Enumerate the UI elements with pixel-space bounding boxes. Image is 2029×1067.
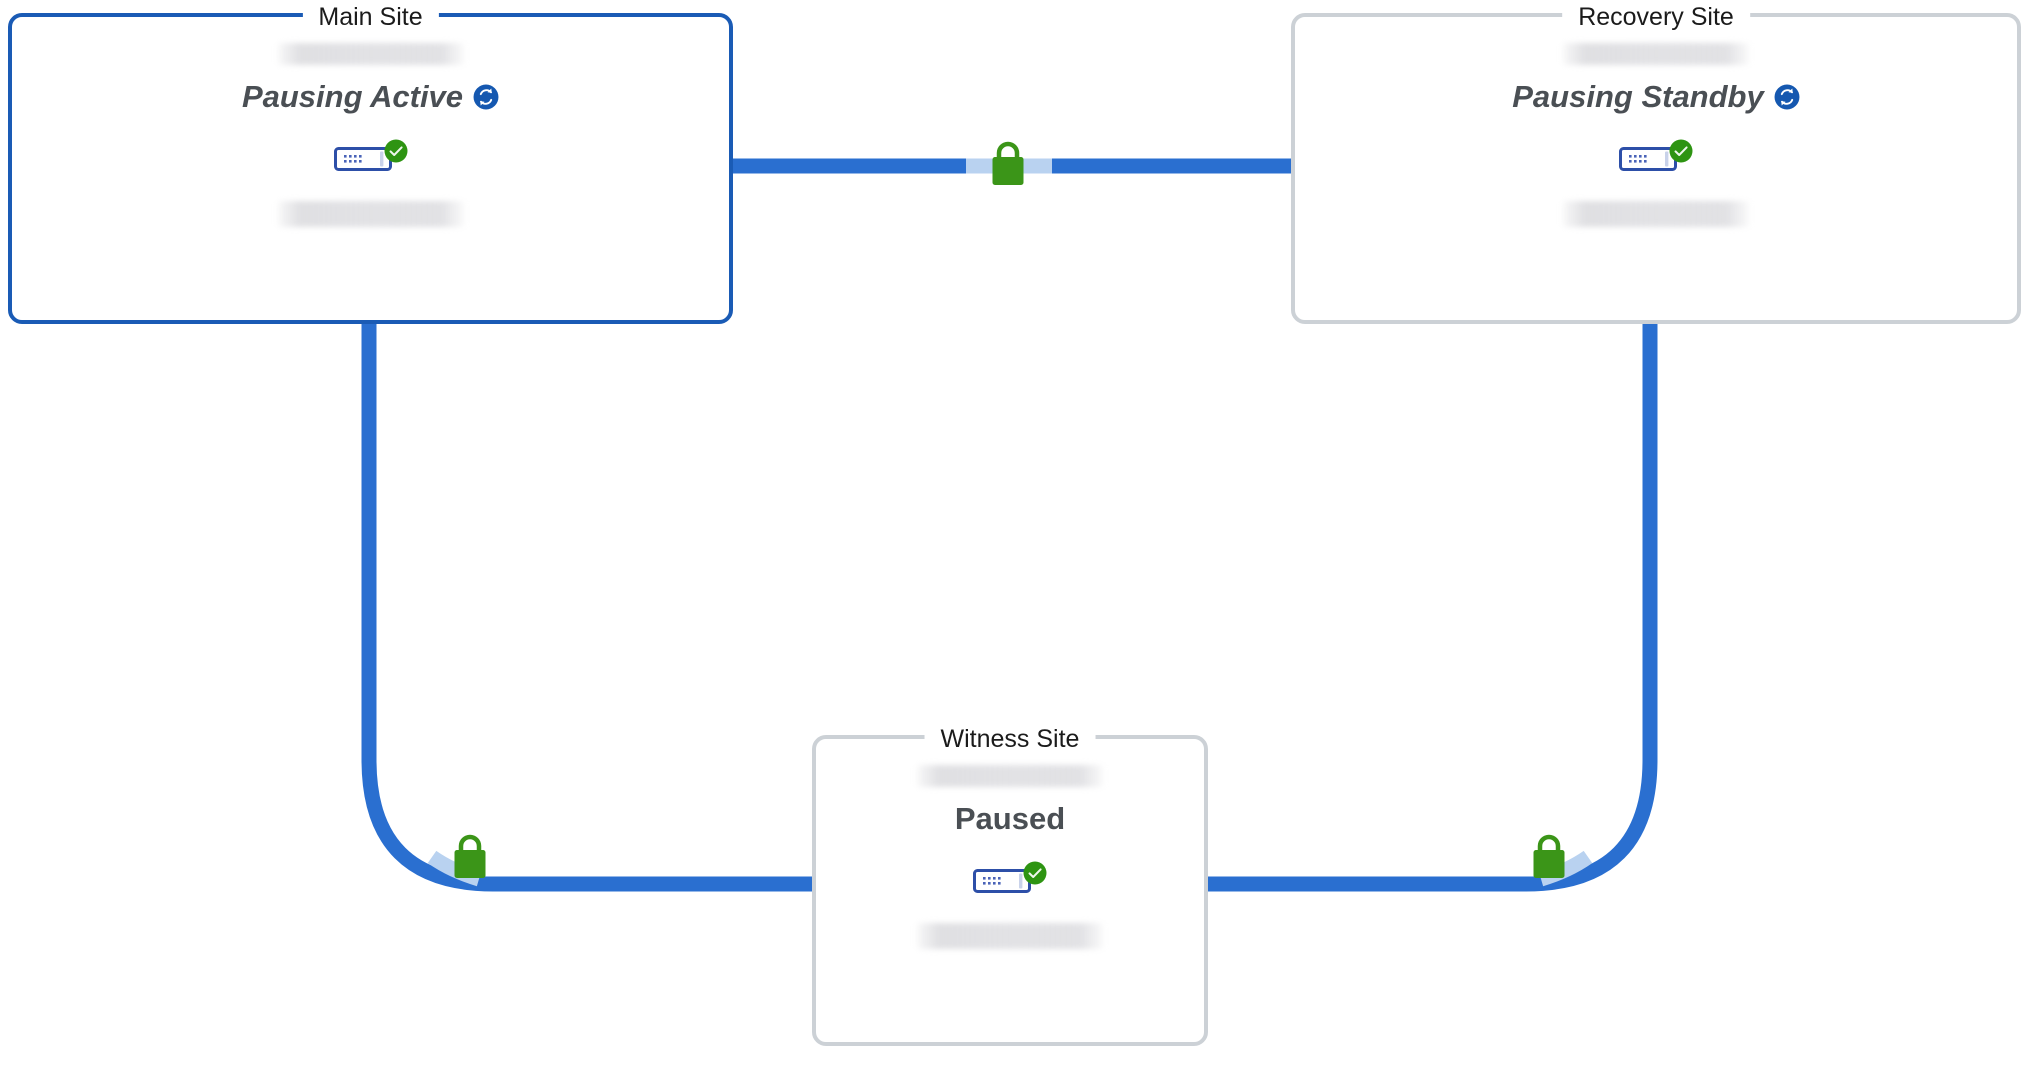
site-title-recovery: Recovery Site (1562, 3, 1750, 31)
check-circle-icon (1669, 139, 1693, 163)
site-body-main: Pausing Active (12, 43, 729, 227)
site-box-witness[interactable]: Witness Site Paused (812, 725, 1208, 1046)
status-row-witness: Paused (955, 801, 1065, 837)
site-box-main[interactable]: Main Site Pausing Active (8, 3, 733, 324)
site-status-recovery: Pausing Standby (1512, 79, 1764, 114)
site-status-witness: Paused (954, 801, 1066, 836)
site-title-witness: Witness Site (924, 725, 1096, 753)
device-wrap-main (333, 139, 408, 179)
lock-icon (454, 834, 486, 878)
link-recovery-witness-highlight (1538, 850, 1593, 887)
status-row-main: Pausing Active (242, 79, 499, 115)
site-footer-redacted-main (277, 201, 464, 227)
device-wrap-recovery (1619, 139, 1693, 179)
site-body-witness: Paused (816, 765, 1204, 949)
lock-icon (1533, 834, 1565, 878)
site-name-redacted-recovery (1563, 43, 1749, 65)
site-footer-redacted-witness (917, 923, 1103, 949)
status-row-recovery: Pausing Standby (1512, 79, 1800, 115)
site-title-main: Main Site (302, 3, 439, 31)
link-main-witness-highlight (427, 850, 482, 887)
site-body-recovery: Pausing Standby (1295, 43, 2017, 227)
site-status-main: Pausing Active (241, 79, 464, 114)
site-box-recovery[interactable]: Recovery Site Pausing Standby (1291, 3, 2021, 324)
device-wrap-witness (973, 861, 1047, 901)
site-name-redacted-witness (917, 765, 1103, 787)
check-circle-icon (384, 139, 407, 163)
sync-refresh-icon[interactable] (1774, 84, 1800, 110)
lock-icon (992, 141, 1024, 185)
site-footer-redacted-recovery (1563, 201, 1749, 227)
sync-refresh-icon[interactable] (473, 84, 499, 110)
site-name-redacted-main (277, 43, 464, 65)
link-recovery-witness (1208, 324, 1658, 892)
link-main-witness (361, 324, 812, 892)
check-circle-icon (1023, 861, 1047, 885)
